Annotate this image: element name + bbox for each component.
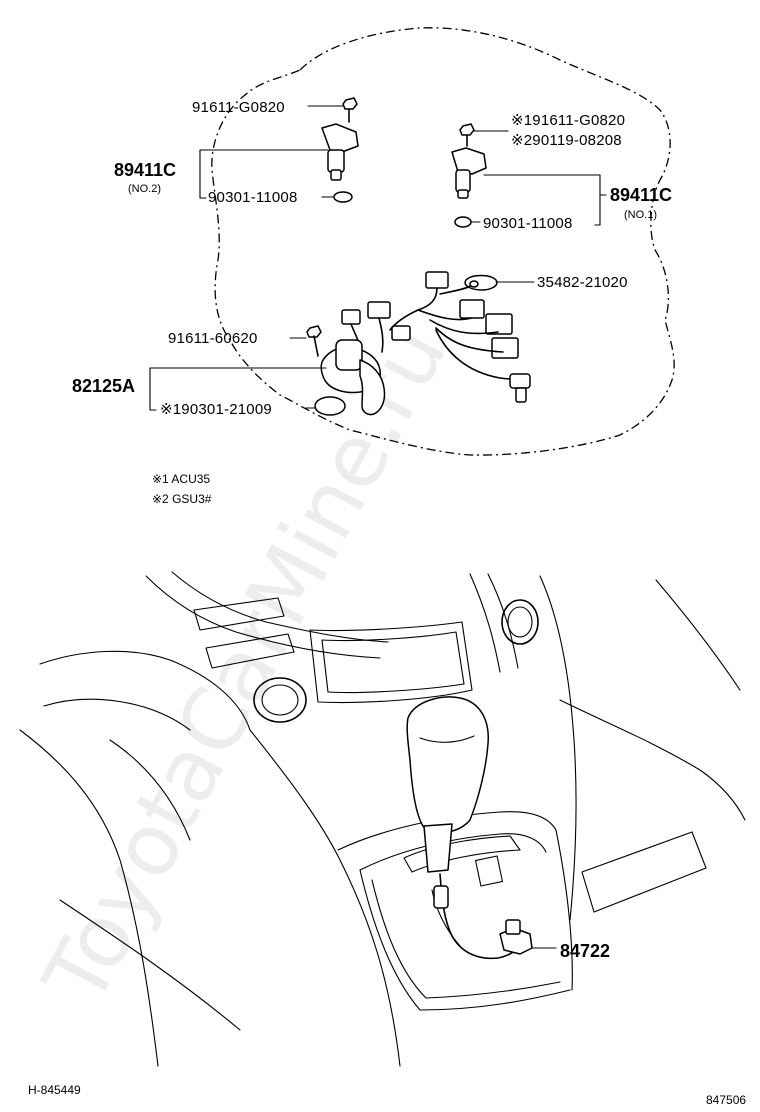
center-console-drawing (19, 571, 746, 1067)
callout-sensor-no1-sub: (NO.1) (624, 209, 657, 221)
crank-sensor-no2 (321, 97, 359, 203)
callout-bolt-left: 91611-G0820 (192, 99, 285, 116)
footer-left-code: H-845449 (28, 1083, 81, 1097)
callout-bolt-harness: 91611-60620 (168, 330, 258, 347)
callout-harness: 82125A (72, 376, 135, 396)
wire-harness (306, 271, 531, 416)
callout-oring-harness: ※190301-21009 (160, 401, 272, 418)
note-gsu3: ※2 GSU3# (152, 492, 212, 506)
transmission-outline (211, 27, 675, 456)
harness-clamp (464, 274, 498, 291)
callout-washer-left: 90301-11008 (208, 189, 298, 206)
callout-sensor-no1: 89411C (610, 185, 672, 205)
callout-bolt-right: ※191611-G0820 (511, 112, 625, 129)
callout-sensor-no2: 89411C (114, 160, 176, 180)
callout-clamp: 35482-21020 (537, 274, 628, 291)
crank-sensor-no1 (451, 123, 487, 228)
callout-bolt-right-alt: ※290119-08208 (511, 132, 622, 149)
callout-shifter-switch: 84722 (560, 941, 610, 961)
callout-washer-right: 90301-11008 (483, 215, 573, 232)
footer-right-code: 847506 (706, 1093, 746, 1107)
callout-sensor-no2-sub: (NO.2) (128, 183, 161, 195)
note-acu35: ※1 ACU35 (152, 472, 210, 486)
